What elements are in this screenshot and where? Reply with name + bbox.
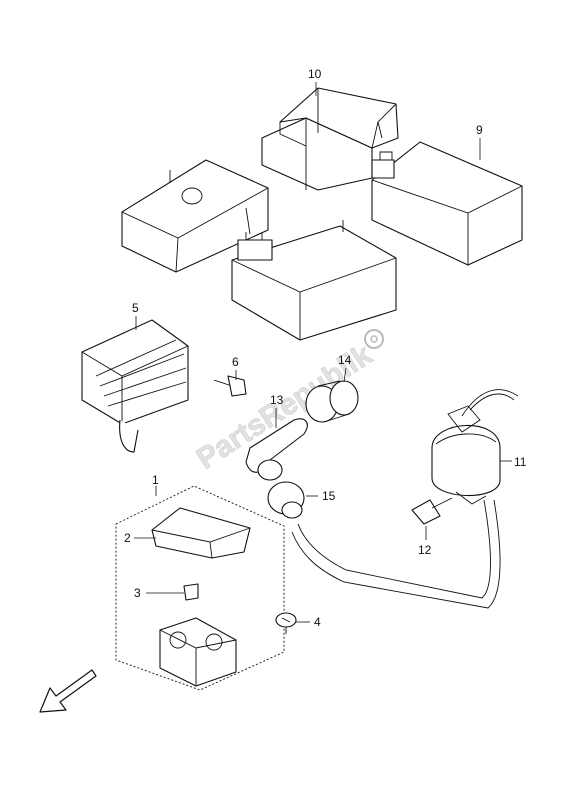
callout-13: 13 [270, 393, 284, 407]
callout-15: 15 [322, 489, 336, 503]
callout-2: 2 [124, 531, 131, 545]
part-9-unit [371, 141, 523, 266]
callout-9: 9 [476, 123, 483, 137]
part-15-seal [267, 481, 305, 519]
leader-lines [134, 82, 512, 623]
gear-icon [364, 329, 384, 349]
part-1-assembly [115, 485, 285, 691]
part-4-screw [275, 612, 297, 634]
part-6-bolt [213, 375, 247, 397]
callout-10: 10 [308, 67, 322, 81]
callout-14: 14 [338, 353, 352, 367]
front-direction-arrow-icon [39, 669, 97, 713]
callout-5: 5 [132, 301, 139, 315]
part-14-cap [305, 380, 359, 423]
callout-6: 6 [232, 355, 239, 369]
callout-labels: 10 9 5 6 14 13 11 15 1 2 3 12 4 [124, 67, 527, 629]
part-10-box [261, 87, 399, 191]
part-12-bolt [411, 497, 453, 525]
callout-4: 4 [314, 615, 321, 629]
part-11-ignition-coil [291, 389, 519, 609]
center-unit [231, 220, 397, 341]
callout-1: 1 [152, 473, 159, 487]
cover-box [121, 159, 269, 273]
callout-3: 3 [134, 586, 141, 600]
part-5-regulator [81, 319, 189, 453]
callout-12: 12 [418, 543, 432, 557]
part-13-plug-cap [245, 418, 308, 481]
callout-11: 11 [514, 455, 527, 469]
